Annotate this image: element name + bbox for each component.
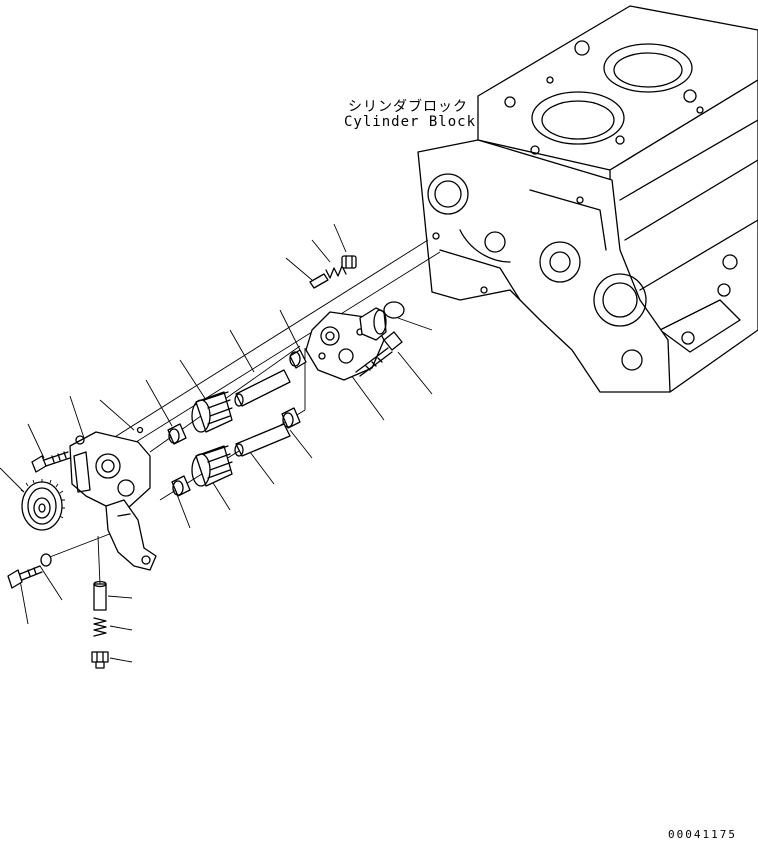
relief-valve-pin bbox=[309, 273, 329, 289]
cover-bolt bbox=[355, 331, 403, 377]
cylinder-block-label-jp: シリンダブロック bbox=[348, 99, 468, 115]
shafts-and-bushings bbox=[167, 349, 307, 497]
cover-boss bbox=[359, 307, 387, 341]
mounting-bolt-lower bbox=[7, 565, 43, 589]
relief-valve-piston bbox=[93, 583, 107, 611]
pump-drive-gear bbox=[20, 479, 65, 531]
leader-lines bbox=[0, 223, 441, 663]
pump-gear-upper bbox=[191, 391, 233, 433]
relief-valve-set-lower bbox=[91, 580, 109, 669]
oil-pump-body bbox=[69, 426, 157, 571]
relief-valve-set-upper bbox=[309, 255, 357, 289]
dowel-pin bbox=[136, 426, 144, 434]
oil-pipe-bracket bbox=[105, 499, 157, 571]
o-ring bbox=[383, 301, 405, 319]
housing-opening bbox=[427, 173, 469, 215]
relief-valve-plug-lower bbox=[91, 651, 109, 669]
drive-shaft bbox=[235, 369, 291, 407]
cylinder-block bbox=[417, 5, 758, 393]
pump-gear-lower bbox=[191, 445, 233, 487]
cylinder-bore-rear bbox=[603, 43, 693, 93]
front-gear-housing bbox=[417, 139, 671, 393]
relief-valve-plug bbox=[341, 255, 357, 269]
driven-shaft bbox=[235, 423, 291, 457]
cylinder-block-label-en: Cylinder Block bbox=[344, 114, 477, 130]
mounting-bolt-upper bbox=[31, 451, 71, 473]
drawing-code: 00041175 bbox=[668, 828, 737, 841]
oil-pump-cover bbox=[305, 307, 387, 381]
cylinder-bore-front bbox=[531, 91, 625, 145]
relief-valve-spring-lower bbox=[93, 617, 107, 637]
washer bbox=[40, 553, 52, 567]
